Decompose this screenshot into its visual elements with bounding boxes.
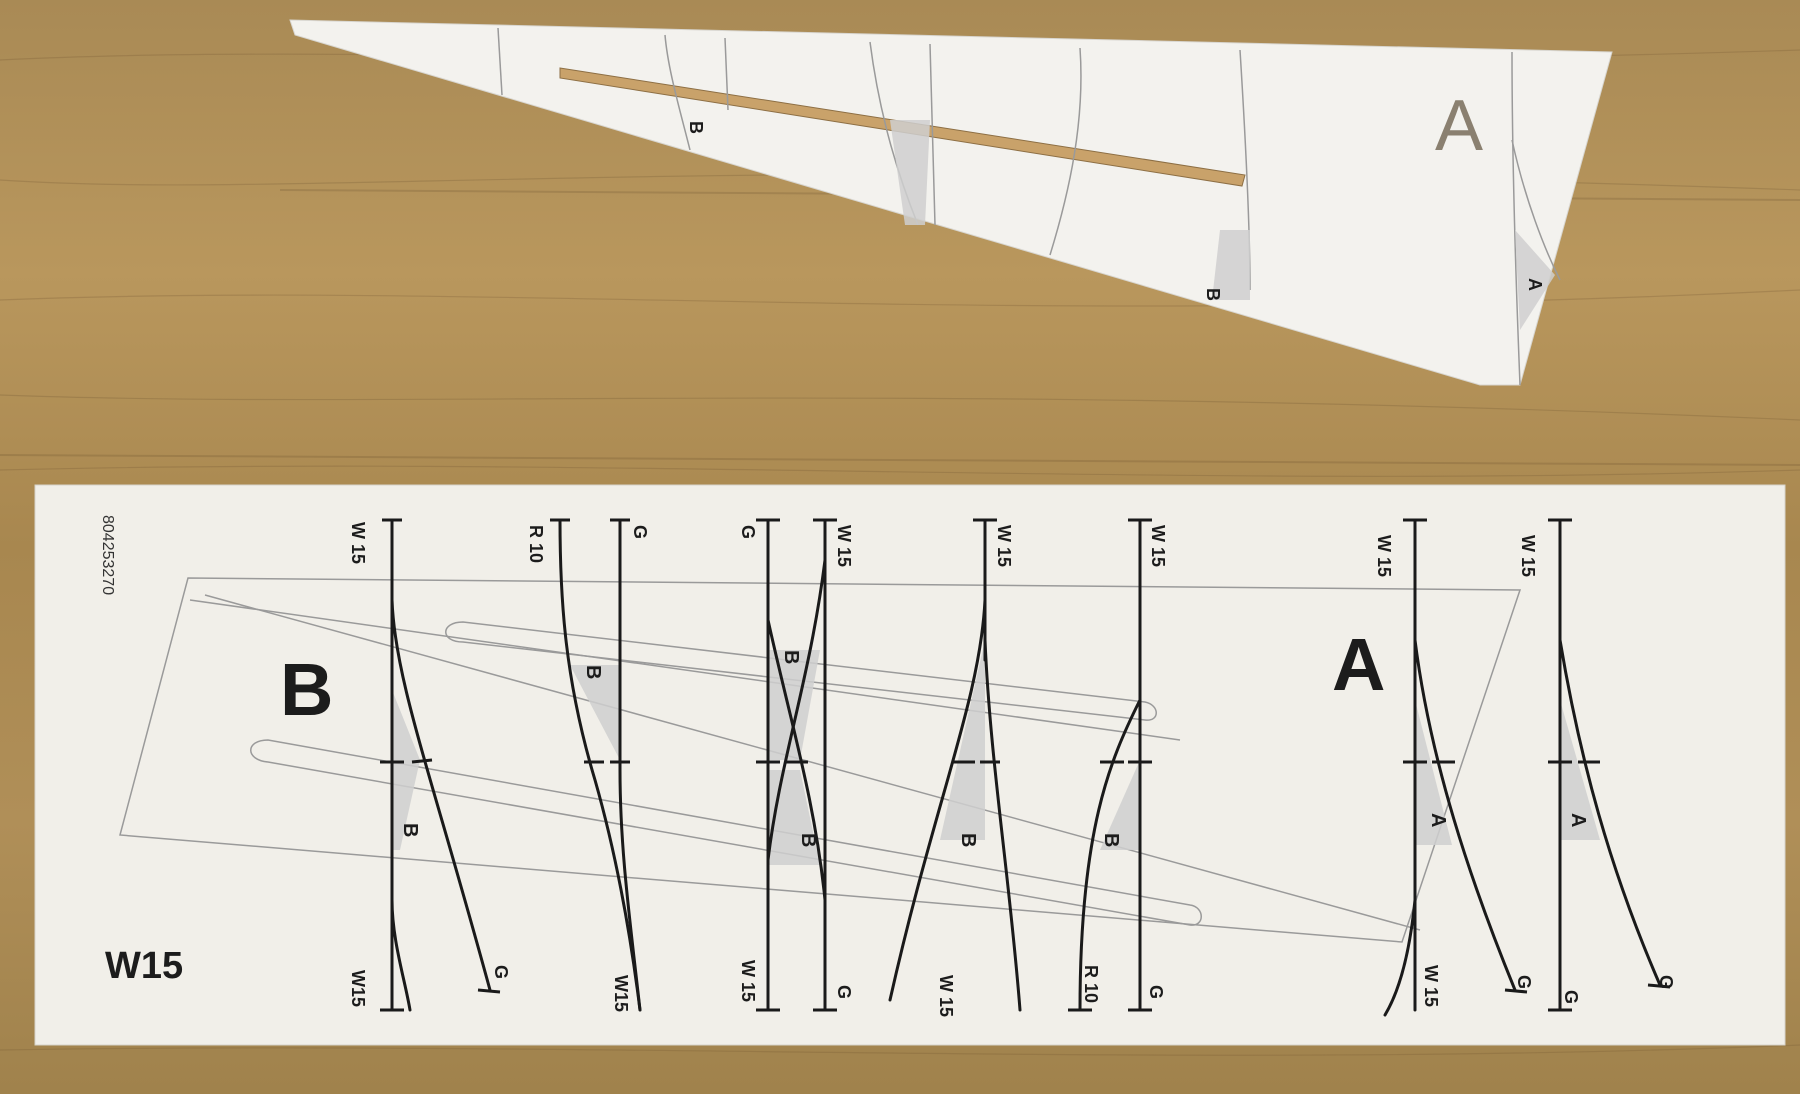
col2-top-label-2: G (630, 525, 650, 539)
top-small-letter-b2: B (1203, 288, 1223, 301)
col1-top-label: W 15 (348, 522, 368, 564)
turnout-column-7: W 15 A G G (1518, 518, 1676, 1012)
col3-zone-letter-upper: B (780, 650, 802, 664)
col6-top-label: W 15 (1374, 535, 1394, 577)
turnout-column-4: W 15 B W 15 (888, 518, 1022, 1017)
col5-top-label: W 15 (1148, 525, 1168, 567)
top-small-letter-a: A (1525, 278, 1545, 291)
col5-zone-letter: B (1100, 833, 1122, 847)
top-template-piece: A B B A (289, 19, 1613, 386)
turnout-column-2: R 10 G B W15 (526, 518, 650, 1012)
col2-zone-letter: B (582, 665, 604, 679)
col1-zone-letter: B (399, 823, 421, 837)
card-big-letter-a: A (1332, 623, 1385, 706)
col4-bottom-label: W 15 (936, 975, 956, 1017)
col7-bottom-label-2: G (1656, 975, 1676, 989)
col3-bottom-label-1: W 15 (738, 960, 758, 1002)
col7-zone-letter: A (1567, 813, 1589, 827)
turnout-column-3: G W 15 B B W 15 G (738, 518, 854, 1012)
col7-top-label: W 15 (1518, 535, 1538, 577)
top-small-letter-b1: B (686, 121, 706, 134)
col7-bottom-label-1: G (1561, 990, 1581, 1004)
top-big-letter-a: A (1435, 86, 1483, 166)
col1-bottom-label-2: G (491, 965, 511, 979)
col6-bottom-label-1: W 15 (1421, 965, 1441, 1007)
col3-top-label-2: W 15 (834, 525, 854, 567)
card-serial-number: 804253270 (99, 515, 116, 595)
turnout-column-1: W 15 B W15 G (348, 518, 511, 1012)
col4-top-label: W 15 (994, 525, 1014, 567)
col3-top-label-1: G (738, 525, 758, 539)
col3-bottom-label-2: G (834, 985, 854, 999)
card-big-letter-b: B (280, 648, 333, 731)
col2-top-label-1: R 10 (526, 525, 546, 563)
col4-zone-letter: B (957, 833, 979, 847)
card-title: W15 (105, 945, 183, 987)
col5-bottom-label-2: G (1146, 985, 1166, 999)
col5-bottom-label-1: R 10 (1081, 965, 1101, 1003)
col2-bottom-label: W15 (611, 975, 631, 1012)
col6-zone-letter: A (1427, 813, 1449, 827)
col3-zone-letter-lower: B (797, 833, 819, 847)
turnout-column-6: W 15 A W 15 G (1374, 518, 1534, 1017)
template-card: 804253270 W15 B A W 15 B W15 G R 10 G (34, 484, 1786, 1046)
turnout-column-5: W 15 B R 10 G (1068, 518, 1168, 1012)
col1-bottom-label-1: W15 (348, 970, 368, 1007)
col6-bottom-label-2: G (1514, 975, 1534, 989)
